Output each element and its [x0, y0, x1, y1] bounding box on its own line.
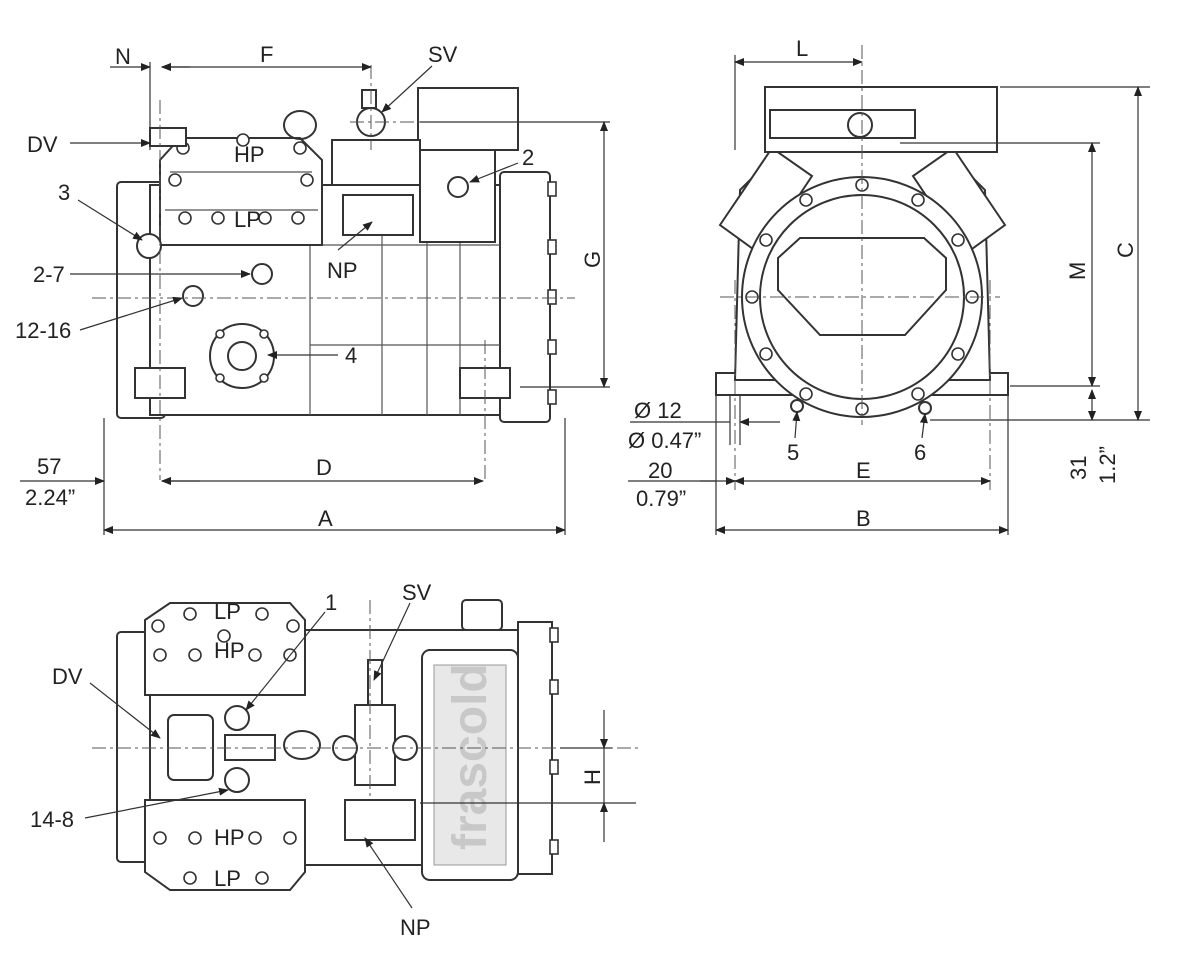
top-hp-mark-lower: HP — [214, 825, 245, 850]
brand-logo: frascold — [444, 663, 497, 850]
label-a: A — [318, 506, 333, 531]
front-view — [715, 45, 1009, 490]
label-d: D — [316, 455, 332, 480]
side-view-dimensions — [20, 62, 610, 535]
front-port-6 — [918, 401, 932, 415]
label-20-in: 0.79” — [636, 486, 686, 511]
front-cover-plate — [777, 237, 947, 336]
side-discharge-fitting — [149, 127, 187, 147]
side-port-2-7 — [251, 263, 273, 285]
top-suction-valve — [354, 704, 396, 786]
top-view: LP HP HP LP frascold — [92, 599, 640, 891]
side-right-bolts — [547, 181, 557, 405]
label-m: M — [1065, 262, 1090, 280]
front-head-right — [911, 146, 1007, 256]
label-dia-in: Ø 0.47” — [628, 428, 701, 453]
top-hp-mark-upper: HP — [214, 638, 245, 663]
label-2: 2 — [522, 145, 534, 170]
top-view-dimensions — [84, 602, 636, 909]
top-brand-plate — [433, 664, 507, 866]
label-57-in: 2.24” — [25, 485, 75, 510]
front-port-5 — [790, 399, 804, 413]
top-lug — [461, 599, 503, 631]
label-6: 6 — [914, 440, 926, 465]
label-dv: DV — [27, 132, 58, 157]
side-terminal-box — [417, 87, 519, 151]
top-right-bolts — [549, 627, 559, 855]
label-1: 1 — [325, 590, 337, 615]
label-12-16: 12-16 — [15, 318, 71, 343]
label-b: B — [856, 506, 871, 531]
label-n: N — [115, 44, 131, 69]
side-suction-valve-body — [331, 139, 421, 186]
label-2-7: 2-7 — [33, 262, 65, 287]
label-e: E — [856, 458, 871, 483]
label-g: G — [580, 251, 605, 268]
label-np: NP — [327, 258, 358, 283]
label-3: 3 — [58, 180, 70, 205]
label-h: H — [580, 769, 605, 785]
side-port-2 — [447, 176, 469, 198]
front-valve-bar — [769, 109, 916, 139]
top-port-1 — [224, 705, 250, 731]
front-head-left — [718, 146, 814, 256]
side-name-plate — [342, 194, 414, 236]
top-lp-mark-lower: LP — [214, 866, 241, 891]
label-57-mm: 57 — [37, 454, 61, 479]
label-c: C — [1113, 242, 1138, 258]
label-20-mm: 20 — [648, 458, 672, 483]
side-port-3 — [136, 233, 162, 259]
top-name-plate — [344, 799, 416, 841]
label-5: 5 — [787, 440, 799, 465]
side-hp-mark: HP — [234, 142, 265, 167]
label-31-mm: 31 — [1066, 456, 1091, 480]
label-dia-mm: Ø 12 — [634, 398, 682, 423]
front-flange-bolts — [745, 178, 979, 416]
side-lifting-eye — [283, 110, 317, 140]
top-lp-mark-upper: LP — [214, 599, 241, 624]
label-dv-top: DV — [52, 664, 83, 689]
top-head-upper — [144, 602, 306, 696]
label-sv: SV — [428, 42, 458, 67]
side-port-12-16 — [182, 285, 204, 307]
front-view-dimensions — [628, 55, 1150, 535]
top-lifting-eye — [283, 730, 321, 760]
label-sv-top: SV — [402, 580, 432, 605]
label-14-8: 14-8 — [30, 807, 74, 832]
label-l: L — [796, 36, 808, 61]
top-port-14-8 — [224, 767, 250, 793]
label-np-top: NP — [400, 915, 431, 940]
top-head-lower — [144, 799, 306, 891]
label-f: F — [260, 42, 273, 67]
label-31-in: 1.2” — [1095, 446, 1120, 484]
side-view: LP HP — [92, 65, 610, 480]
label-4: 4 — [345, 343, 357, 368]
side-lp-mark: LP — [234, 207, 261, 232]
